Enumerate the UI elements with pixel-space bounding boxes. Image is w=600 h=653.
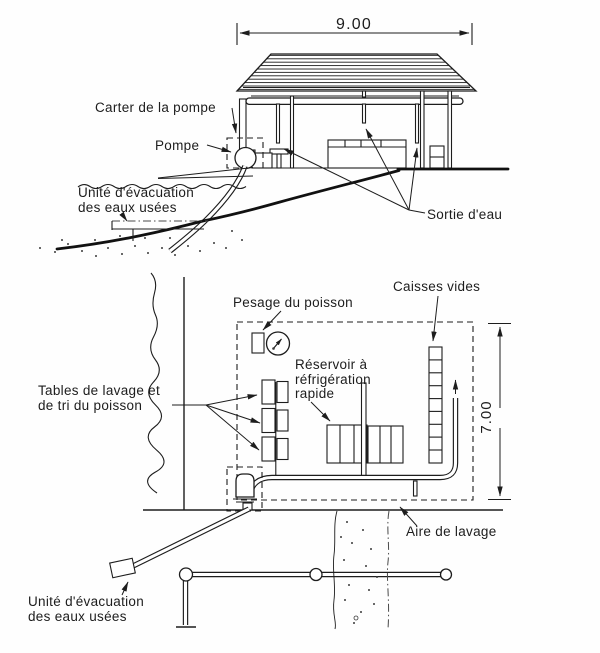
pipe-junction — [178, 567, 194, 582]
roof — [235, 53, 478, 92]
pipe-junction — [439, 568, 453, 581]
shore-edge-wavy — [147, 272, 165, 494]
post-left — [289, 95, 295, 169]
leader-table-2 — [205, 404, 261, 424]
washing-area-boundary — [236, 321, 474, 501]
shore-slope — [55, 169, 401, 251]
suction-pipe-outer — [168, 165, 248, 254]
scale-needle — [272, 338, 282, 350]
label-waste-unit-plan-1: Unité d'évacuation — [28, 594, 144, 609]
pipe-junction — [309, 567, 323, 582]
label-wash-tables-2: de tri du poisson — [38, 398, 142, 413]
overhead-pipe — [245, 97, 464, 106]
pump-house-outline — [226, 466, 263, 512]
waste-unit-box — [109, 557, 136, 579]
tank-feed-pipe — [360, 382, 367, 478]
pump-body-plan — [235, 473, 255, 498]
beach-stipple — [39, 230, 243, 257]
label-chill-tank-1: Réservoir à — [295, 357, 368, 372]
label-empty-crates: Caisses vides — [393, 279, 480, 294]
waste-unit-elevation — [111, 220, 208, 241]
crate-stack — [428, 346, 443, 464]
leader-waste-unit — [119, 211, 128, 222]
label-chill-tank-3: rapide — [295, 386, 334, 401]
label-waste-unit-1: Unité d'évacuation — [78, 185, 194, 200]
label-wash-tables-1: Tables de lavage et — [38, 383, 160, 398]
outlet-pipe-3 — [414, 103, 420, 144]
leader-waste-unit-plan — [121, 581, 129, 596]
work-table-elevation — [327, 139, 407, 169]
wash-tables — [261, 379, 289, 476]
basin-pedestal — [276, 153, 282, 169]
outlet-pipe-2 — [361, 103, 367, 124]
leader-empty-crates — [431, 295, 439, 342]
gravel-path — [332, 510, 390, 630]
suction-pipe-inner — [169, 165, 247, 253]
label-water-outlet: Sortie d'eau — [427, 207, 502, 222]
scale-needle-pivot — [272, 347, 275, 350]
leader-table-3 — [205, 404, 260, 451]
label-washing-area: Aire de lavage — [406, 524, 497, 539]
dimension-7m-value: 7.00 — [478, 400, 495, 433]
drain-stub — [412, 480, 418, 497]
plan-view: 7.00 Pesage du poisson Tables de lavage … — [28, 272, 511, 630]
dimension-7m: 7.00 — [478, 322, 511, 501]
dimension-9m-value: 9.00 — [336, 16, 372, 33]
scale-icon — [251, 331, 291, 356]
water-surface-wave — [77, 183, 247, 190]
pump-house-plan — [226, 466, 263, 512]
label-chill-tank-2: réfrigération — [295, 372, 371, 387]
outlet-pipe-2-top — [361, 90, 367, 98]
outlet-pipe-1 — [275, 103, 281, 144]
label-pump: Pompe — [155, 138, 199, 153]
leader-chill-tank — [310, 401, 331, 422]
post-right — [447, 90, 453, 169]
leader-pump-casing — [231, 107, 238, 134]
leader-stub — [408, 209, 426, 214]
pump-circle — [234, 146, 257, 170]
label-pump-casing: Carter de la pompe — [95, 100, 216, 115]
post-mid — [419, 90, 425, 169]
quay-ledge-top — [157, 167, 254, 179]
riser-pipe — [238, 98, 247, 156]
leader-washing-area — [399, 506, 418, 527]
elevation-view: 9.00 — [39, 16, 510, 257]
label-fish-weighing: Pesage du poisson — [233, 295, 353, 310]
leader-outlet-3 — [408, 147, 419, 211]
scale-platform — [251, 332, 265, 354]
leader-outlet-2 — [365, 128, 410, 211]
quay-ledge-bottom — [157, 175, 254, 179]
label-waste-unit-plan-2: des eaux usées — [28, 609, 127, 624]
label-waste-unit-2: des eaux usées — [78, 200, 177, 215]
outfall-pipe-inner — [130, 507, 250, 569]
leader-table-1 — [205, 394, 258, 406]
leader-outlet-1 — [283, 148, 410, 211]
chill-tank — [326, 382, 404, 478]
dimension-9m: 9.00 — [236, 16, 473, 45]
leader-fish-weighing — [262, 310, 282, 331]
water-main — [176, 567, 453, 628]
leader-pump — [206, 144, 232, 153]
